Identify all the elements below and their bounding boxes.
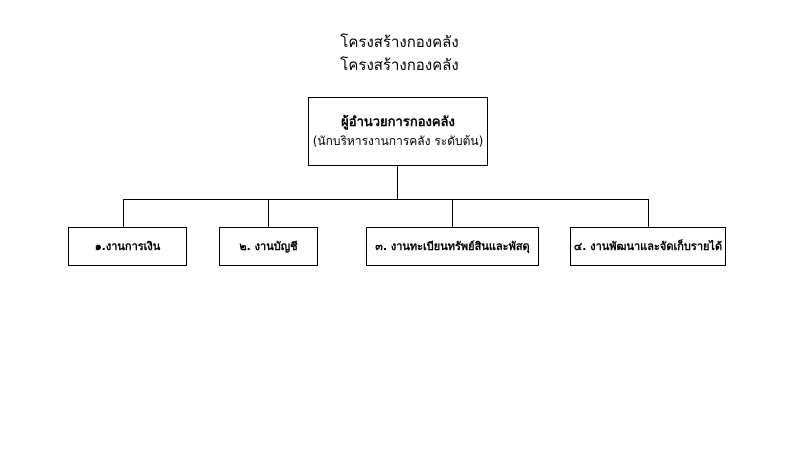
chart-title-line-2: โครงสร้างกองคลัง xyxy=(340,56,459,74)
node-revenue-development: ๔. งานพัฒนาและจัดเก็บรายได้ xyxy=(570,227,726,266)
chart-title-line-1: โครงสร้างกองคลัง xyxy=(340,33,459,51)
node-accounting: ๒. งานบัญชี xyxy=(219,227,318,266)
connector-drop-3 xyxy=(452,199,453,227)
connector-drop-1 xyxy=(123,199,124,227)
node-director: ผู้อำนวยการกองคลัง (นักบริหารงานการคลัง … xyxy=(308,97,488,166)
node-director-subtitle: (นักบริหารงานการคลัง ระดับต้น) xyxy=(312,134,484,148)
node-accounting-label: ๒. งานบัญชี xyxy=(239,239,298,253)
node-finance-label: ๑.งานการเงิน xyxy=(94,239,161,253)
connector-drop-2 xyxy=(268,199,269,227)
node-director-title: ผู้อำนวยการกองคลัง xyxy=(341,115,455,130)
connector-horizontal-bus xyxy=(123,199,649,200)
node-asset-registry-label: ๓. งานทะเบียนทรัพย์สินและพัสดุ xyxy=(375,239,530,253)
chart-title: โครงสร้างกองคลัง โครงสร้างกองคลัง xyxy=(0,31,799,77)
node-asset-registry: ๓. งานทะเบียนทรัพย์สินและพัสดุ xyxy=(366,227,539,266)
connector-root-stem xyxy=(397,166,398,199)
node-finance: ๑.งานการเงิน xyxy=(68,227,187,266)
node-revenue-development-label: ๔. งานพัฒนาและจัดเก็บรายได้ xyxy=(573,239,723,253)
connector-drop-4 xyxy=(648,199,649,227)
